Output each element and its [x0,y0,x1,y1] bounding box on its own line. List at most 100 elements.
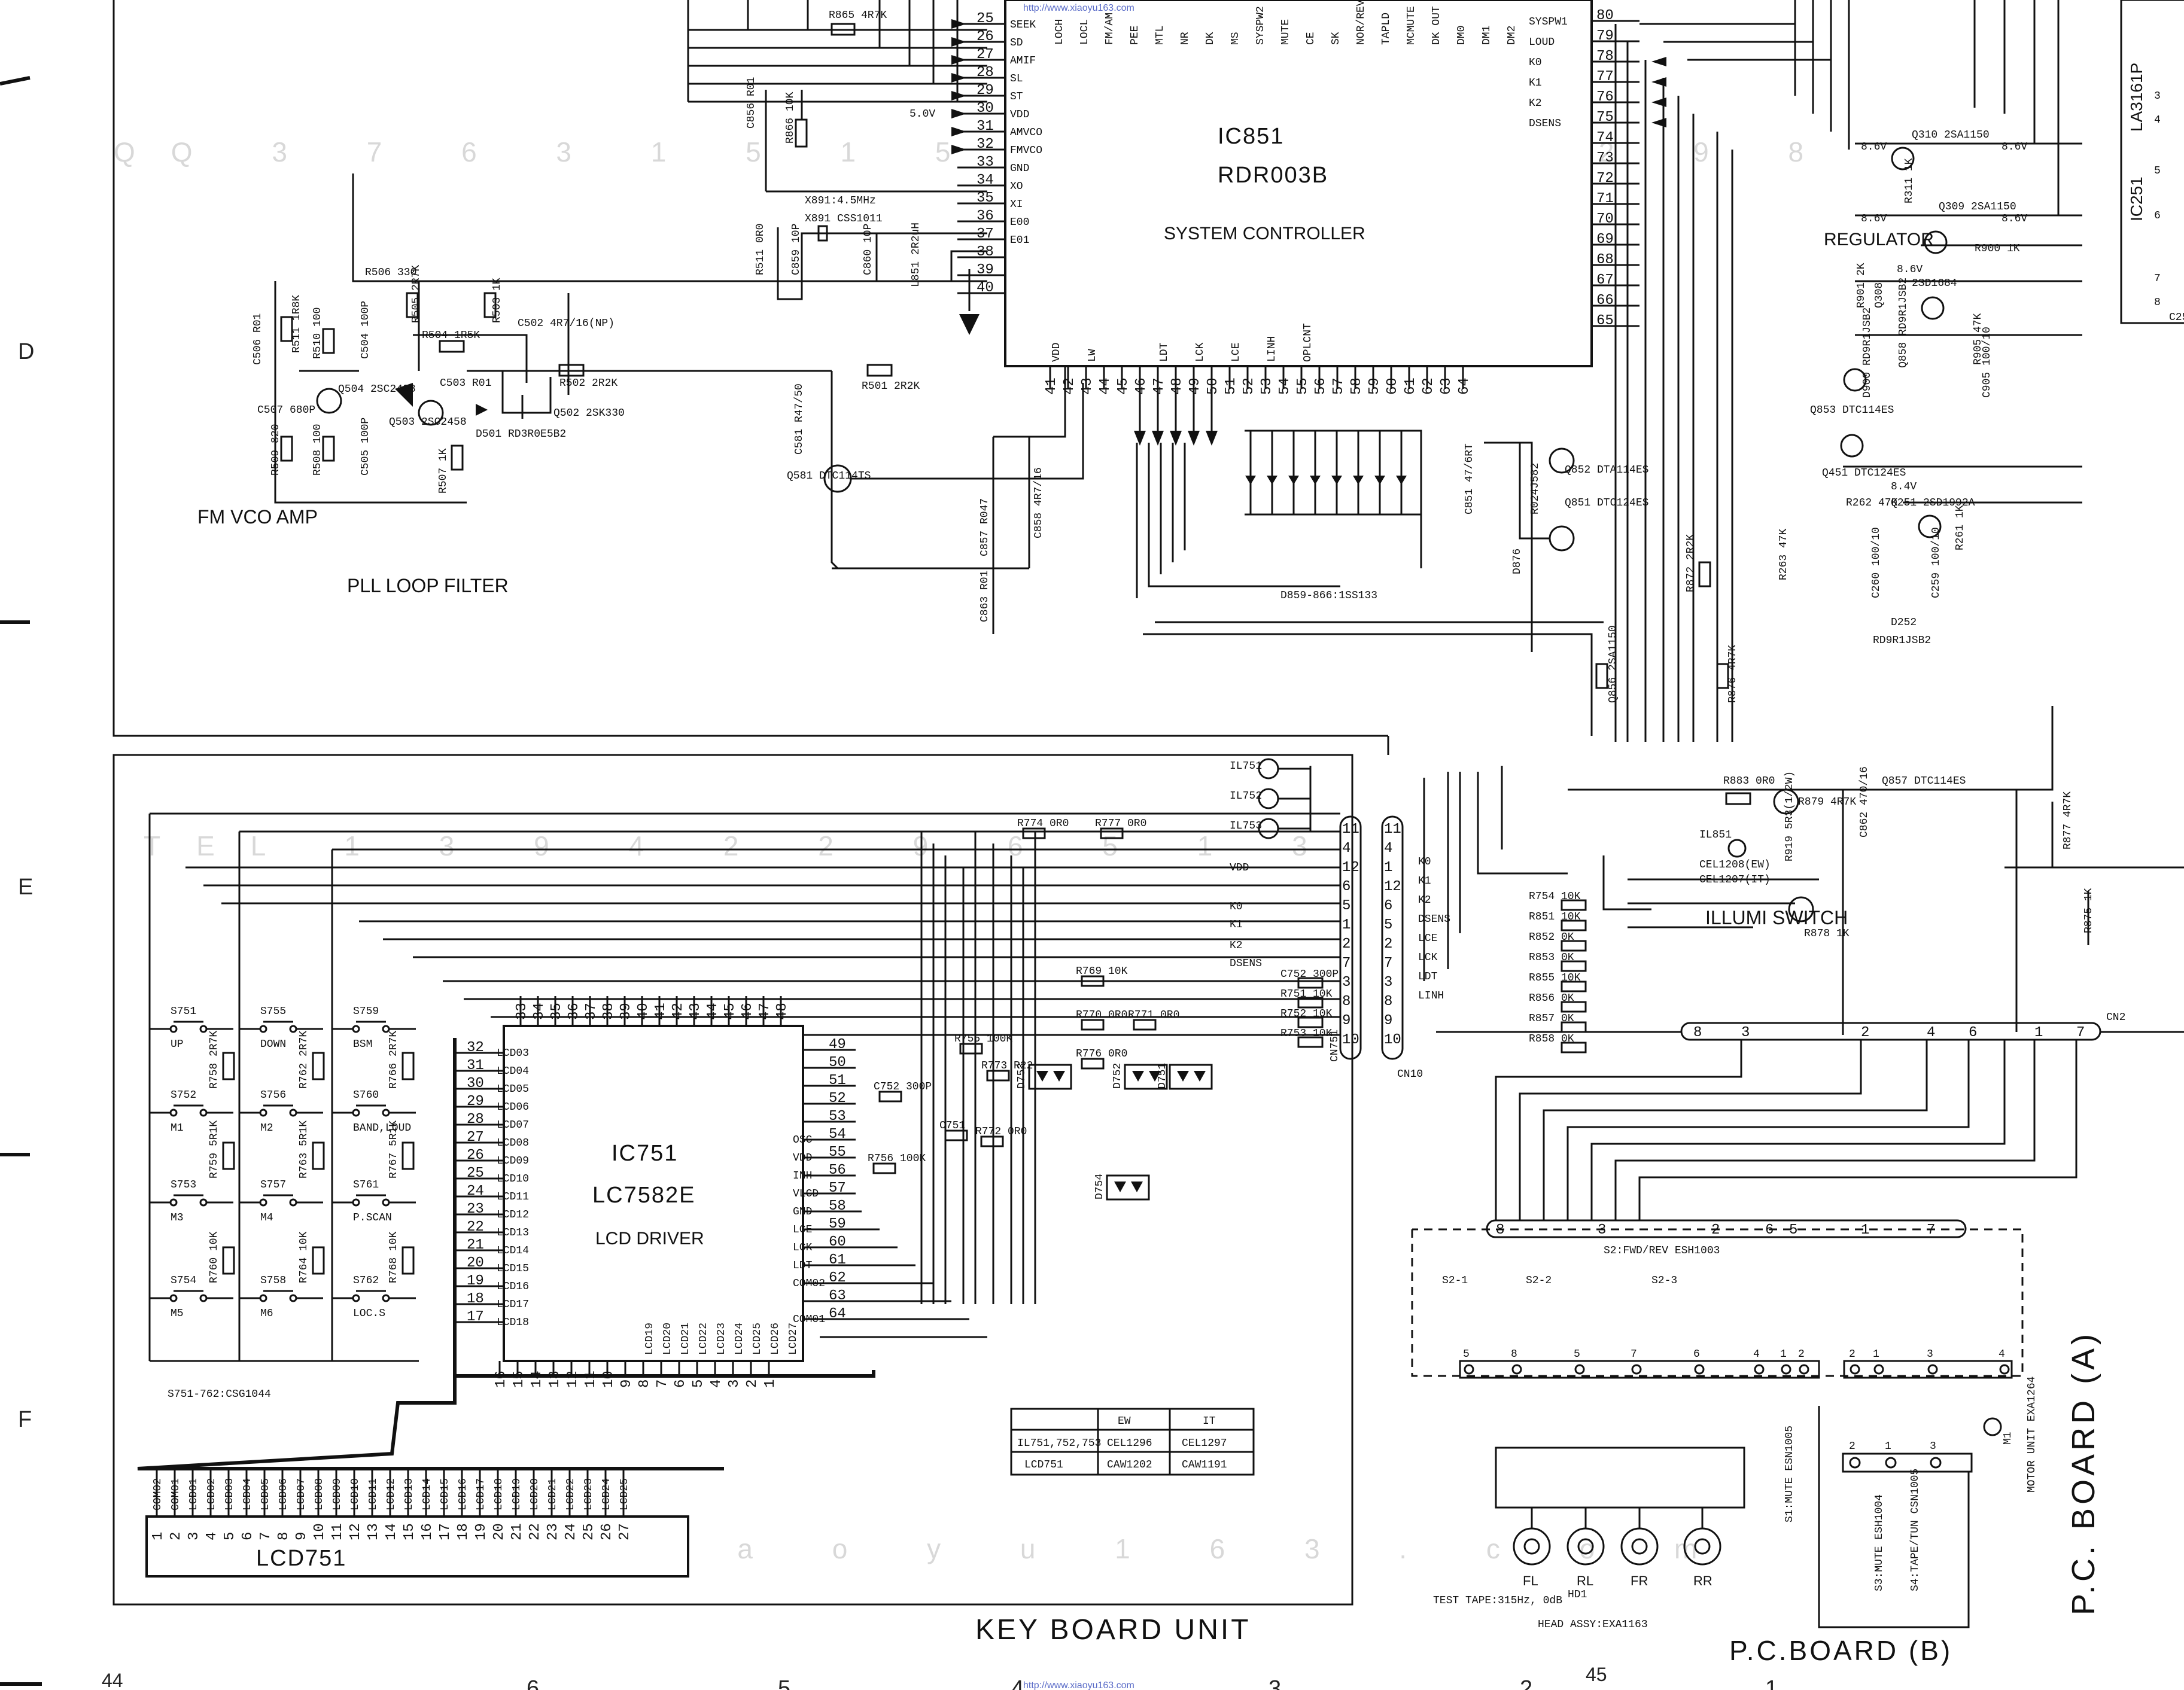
left-grid: D E F [0,76,42,1686]
diode-pair [1124,1064,1168,1090]
pcba-top-pin: 1 [1861,1222,1869,1238]
illumi-switch-section: IL851 CEL1208(EW) CEL1207(IT) ILLUMI SWI… [1423,706,2184,1035]
label-q308: Q308 [1873,282,1885,308]
diode [1288,476,1299,485]
terminal [1781,1364,1791,1375]
passive [878,1091,902,1103]
lcd-pin-number: 7 [258,1532,274,1540]
label-8v6-b: 8.6V [2002,141,2027,153]
ic751-pin-label: LCD21 [680,1323,692,1355]
ic851-top-label: TAPLD [1380,13,1392,45]
url-top: http://www.xiaoyu163.com [1023,3,1134,13]
ic851-pin-label: SD [1010,37,1023,49]
ic751-pin-number: 4 [708,1380,725,1388]
pcba-bl-pin: 5 [1574,1348,1580,1360]
transistor-q503 [418,400,444,426]
resistor-r884 [1716,663,1729,689]
bus-step [1543,1040,1928,1220]
switch-resistor-label: R763 5R1K [298,1120,310,1179]
switch-resistor [312,1141,325,1170]
lcd-pin-label: LCD08 [314,1478,326,1511]
resistor-r510 [322,328,335,354]
ic751-pin-label: LCK [793,1242,813,1254]
wire [1602,855,1651,911]
ic751-pin-number: 43 [688,1003,704,1020]
right-bus-lines [1614,0,1850,742]
cn10-pin: 9 [1384,1013,1392,1029]
ic851-pin-number: 45 [1115,377,1131,395]
ic851-pin-number: 42 [1061,377,1078,395]
pcba-bl-pin: 2 [1798,1348,1805,1360]
label-motor-unit: MOTOR UNIT EXA1264 [2026,1377,2038,1493]
wire [1484,441,1533,652]
ic851-pin-number: 56 [1313,377,1329,395]
connector-cn751 [1339,815,1362,1060]
ic851-pin-number: 39 [977,262,994,278]
cn751-pin: 9 [1342,1013,1350,1029]
wire [1148,443,1340,587]
ic851-pin-label: DSENS [1529,118,1561,130]
ic851-pin-number: 53 [1259,377,1275,395]
switch-resistor-label: R758 2R7K [208,1031,220,1089]
lcd-pin-label: LCD17 [475,1478,487,1511]
lcd-pin-number: 11 [330,1523,346,1540]
lcd-pin-number: 25 [581,1523,597,1540]
label-c502: C502 4R7/16(NP) [518,318,615,330]
ic851-top-label: SK [1330,32,1342,45]
label-test-tape: TEST TAPE:315Hz, 0dB [1433,1595,1562,1607]
ic751-pin-number: 10 [601,1371,617,1388]
ic251-pin-4: 4 [2154,114,2161,126]
label-c505: C505 100P [360,418,372,476]
label-r262: R262 47K [1846,497,1898,509]
resistor-r864 [1595,663,1608,689]
ic751-pin-number: 52 [829,1091,846,1107]
pin-arrow [1651,57,1666,66]
wire [1477,772,1568,875]
ic851-pin-label: VDD [1010,109,1029,121]
cn751-pin: 5 [1342,898,1350,914]
switch-ref: S759 [353,1006,379,1018]
switch-label: M2 [260,1122,273,1134]
label-8v6-e: 8.6V [1897,264,1923,276]
switch-contact [382,1109,390,1117]
resistor-label: R851 10K [1529,911,1581,923]
resistor-label: R752 10K [1280,1008,1333,1020]
lcd751-ref: LCD751 [256,1546,346,1571]
switch-label: BSM [353,1039,372,1050]
resistor-r502 [558,364,585,377]
diode-row [1245,431,1407,514]
ic251-body [2120,0,2184,324]
label-hd1: HD1 [1568,1589,1587,1601]
switch-label: M6 [260,1308,273,1320]
ic751-pin-label: LCD19 [644,1323,656,1355]
label-q851: Q851 DTC124ES [1565,497,1648,509]
resistor-label: R751 10K [1280,988,1333,1000]
table-header-it: IT [1203,1415,1216,1427]
switch-ref: S751 [171,1006,196,1018]
pcbb-pin: 3 [1930,1441,1936,1453]
resistor-r505 [406,292,419,318]
ic851-pin-number: 61 [1403,377,1419,395]
label-s1: S1:MUTE ESN1005 [1784,1426,1796,1522]
bus-step [1519,1040,1862,1220]
ic851-pin-number: 54 [1277,377,1293,395]
ic751-pin-number: 54 [829,1126,846,1143]
resistor-r508 [322,436,335,462]
ic851-pin-label: GND [1010,163,1029,175]
lcd-pin-label: LCD02 [206,1478,218,1511]
passive-label: R769 10K [1076,966,1128,978]
label-q310: Q310 2SA1150 [1912,129,1990,141]
ic851-top-label: NOR/REV [1355,0,1367,45]
label-cn10: CN10 [1397,1068,1423,1080]
cn10-signal: K0 [1418,856,1431,868]
cn10-pin: 5 [1384,917,1392,933]
resistor [1561,1001,1587,1013]
resistor-r504 [439,340,465,353]
ic751-pin-number: 60 [829,1234,846,1250]
ic851-pin-number: 51 [1223,377,1239,395]
ic851-pin-number: 50 [1205,377,1221,395]
ic751-pin-number: 14 [529,1371,545,1388]
label-q251: Q251 2SD1992A [1891,497,1975,509]
